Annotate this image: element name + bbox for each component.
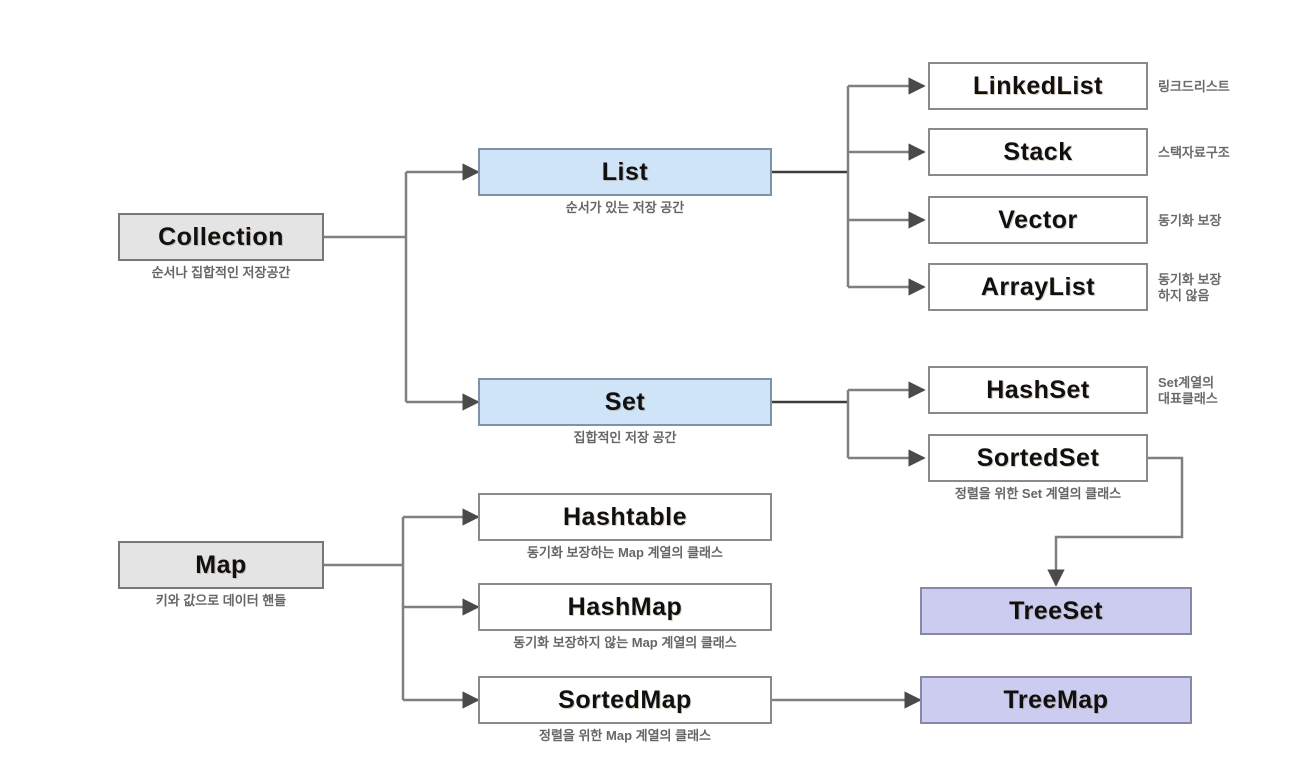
node-collection[interactable]: Collection xyxy=(118,213,324,261)
note-arraylist: 동기화 보장 하지 않음 xyxy=(1158,272,1222,303)
caption-set: 집합적인 저장 공간 xyxy=(573,430,677,445)
note-hashset: Set계열의 대표클래스 xyxy=(1158,375,1218,406)
node-hashset[interactable]: HashSet xyxy=(928,366,1148,414)
caption-hashtable: 동기화 보장하는 Map 계열의 클래스 xyxy=(527,545,723,560)
caption-sortedmap: 정렬을 위한 Map 계열의 클래스 xyxy=(538,728,711,743)
note-vector: 동기화 보장 xyxy=(1158,213,1222,228)
node-treemap[interactable]: TreeMap xyxy=(920,676,1192,724)
caption-list: 순서가 있는 저장 공간 xyxy=(565,200,685,215)
node-sortedset[interactable]: SortedSet xyxy=(928,434,1148,482)
node-map[interactable]: Map xyxy=(118,541,324,589)
caption-hashmap: 동기화 보장하지 않는 Map 계열의 클래스 xyxy=(513,635,737,650)
node-arraylist[interactable]: ArrayList xyxy=(928,263,1148,311)
node-list[interactable]: List xyxy=(478,148,772,196)
node-linkedlist[interactable]: LinkedList xyxy=(928,62,1148,110)
node-hashtable[interactable]: Hashtable xyxy=(478,493,772,541)
node-treeset[interactable]: TreeSet xyxy=(920,587,1192,635)
caption-map: 키와 값으로 데이터 핸들 xyxy=(155,593,287,608)
node-stack[interactable]: Stack xyxy=(928,128,1148,176)
node-set[interactable]: Set xyxy=(478,378,772,426)
note-linkedlist: 링크드리스트 xyxy=(1158,79,1230,94)
note-stack: 스택자료구조 xyxy=(1158,145,1230,160)
caption-sortedset: 정렬을 위한 Set 계열의 클래스 xyxy=(954,486,1122,501)
node-hashmap[interactable]: HashMap xyxy=(478,583,772,631)
node-sortedmap[interactable]: SortedMap xyxy=(478,676,772,724)
caption-collection: 순서나 집합적인 저장공간 xyxy=(151,265,291,280)
node-vector[interactable]: Vector xyxy=(928,196,1148,244)
